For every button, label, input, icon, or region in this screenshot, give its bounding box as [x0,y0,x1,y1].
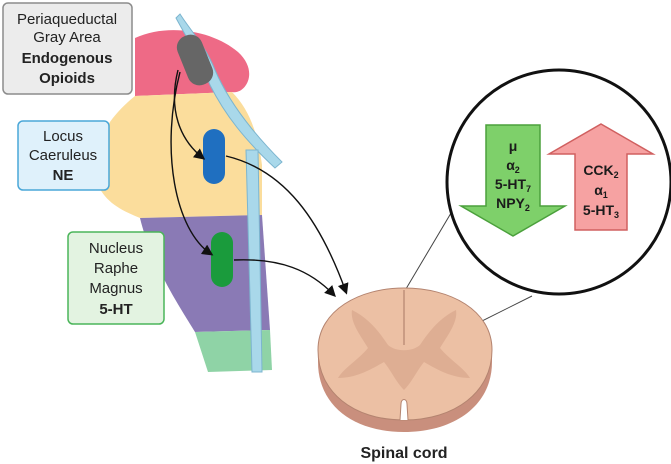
lc-label-line1: Locus [43,128,83,145]
receptor-5ht7: 5-HT7 [495,176,531,194]
spinal-cord-cross-section [317,287,493,432]
receptor-alpha1: α1 [594,182,608,200]
central-canal [245,149,263,373]
pag-label-line3: Endogenous [22,50,113,67]
receptor-npy2: NPY2 [496,195,530,213]
medulla-region [140,215,270,332]
nrm-label-line4: 5-HT [99,301,132,318]
pag-label-line1: Periaqueductal [17,11,117,28]
zoom-circle [445,68,671,296]
nrm-label-line1: Nucleus [89,240,143,257]
lc-label-line3: NE [53,167,74,184]
pag-nucleus [176,34,214,86]
receptor-cck2: CCK2 [583,162,618,180]
inhibitory-receptor-list: μ α2 5-HT7 NPY2 [495,138,531,213]
pathway-arrows [170,69,349,298]
arrow-pag-to-nrm [170,71,214,256]
arrow-pag-to-lc [173,69,206,160]
red-up-arrow [546,123,656,231]
spinal-cord-label: Spinal cord [360,445,447,462]
pag-label-line4: Opioids [39,70,95,87]
receptor-5ht3: 5-HT3 [583,202,619,220]
anterior-median-fissure [399,399,409,421]
lc-label-box: Locus Caeruleus NE [17,120,110,191]
midbrain-pons-region [94,92,263,218]
receptor-alpha2: α2 [506,157,520,175]
nrm-label-line3: Magnus [89,280,142,297]
receptor-mu: μ [509,138,518,154]
pag-label-line2: Gray Area [33,29,101,46]
excitatory-receptor-list: CCK2 α1 5-HT3 [583,162,619,220]
pag-label-box: Periaqueductal Gray Area Endogenous Opio… [2,2,133,95]
lc-nucleus [203,129,225,184]
green-down-arrow [458,124,568,237]
lc-label-line2: Caeruleus [29,147,97,164]
nrm-label-line2: Raphe [94,260,138,277]
arrow-nrm-to-cord [233,259,336,298]
nrm-label-box: Nucleus Raphe Magnus 5-HT [67,231,165,325]
nrm-nucleus [211,232,233,287]
grey-matter [338,310,470,390]
arrow-lc-to-cord [225,155,349,295]
